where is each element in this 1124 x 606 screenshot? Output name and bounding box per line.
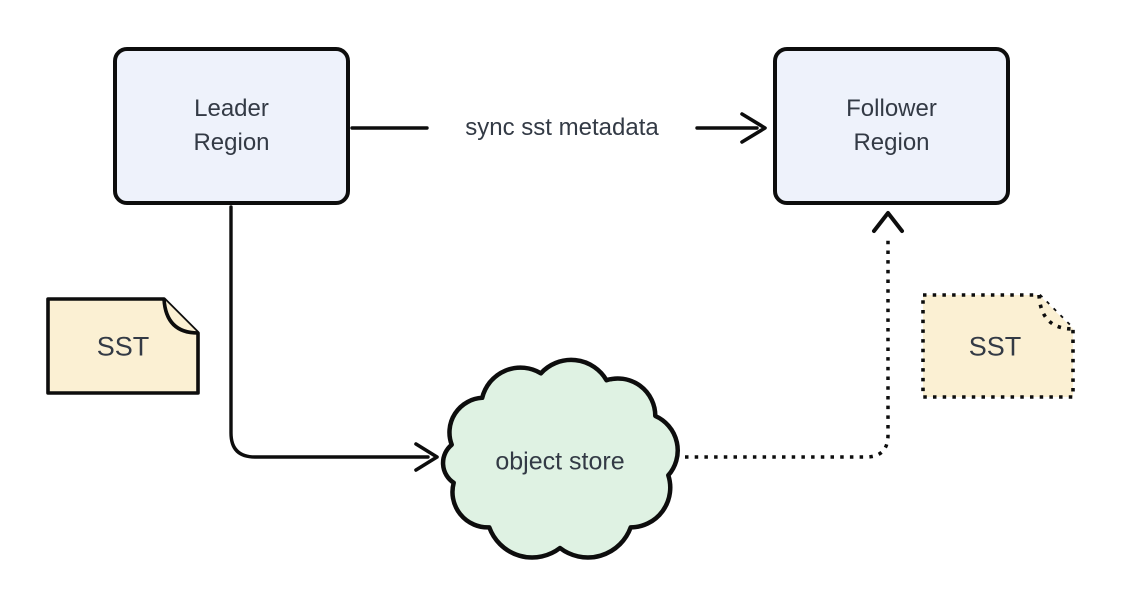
arrowhead-right-icon xyxy=(740,112,767,144)
sst-left-label: SST xyxy=(96,331,150,362)
cloud-icon xyxy=(440,357,680,560)
sync-edge-label: sync sst metadata xyxy=(465,114,659,141)
sync-metadata-edge xyxy=(350,112,767,144)
sst-note-left xyxy=(46,297,200,395)
store-to-follower-path xyxy=(685,237,890,459)
follower-region-node: Follower Region xyxy=(773,47,1010,205)
follower-region-label-line2: Region xyxy=(853,129,930,156)
arrowhead-into-cloud-icon xyxy=(414,442,439,472)
note-fold-icon xyxy=(162,298,199,335)
arrowhead-up-icon xyxy=(872,211,904,233)
leader-to-store-edge xyxy=(229,205,439,472)
store-to-follower-edge xyxy=(685,211,904,459)
note-body-shape xyxy=(46,297,200,395)
leader-region-label-line1: Leader xyxy=(194,95,269,122)
leader-region-label-line2: Region xyxy=(193,129,270,156)
object-store-label: object store xyxy=(495,447,625,476)
note-body-shape xyxy=(921,293,1075,399)
sst-note-right xyxy=(921,293,1075,399)
object-store-node xyxy=(440,357,680,560)
leader-region-node: Leader Region xyxy=(113,47,350,205)
note-fold-icon xyxy=(1037,294,1074,331)
leader-to-store-path xyxy=(229,205,430,459)
follower-region-label-line1: Follower xyxy=(846,95,937,122)
sst-right-label: SST xyxy=(968,331,1022,362)
